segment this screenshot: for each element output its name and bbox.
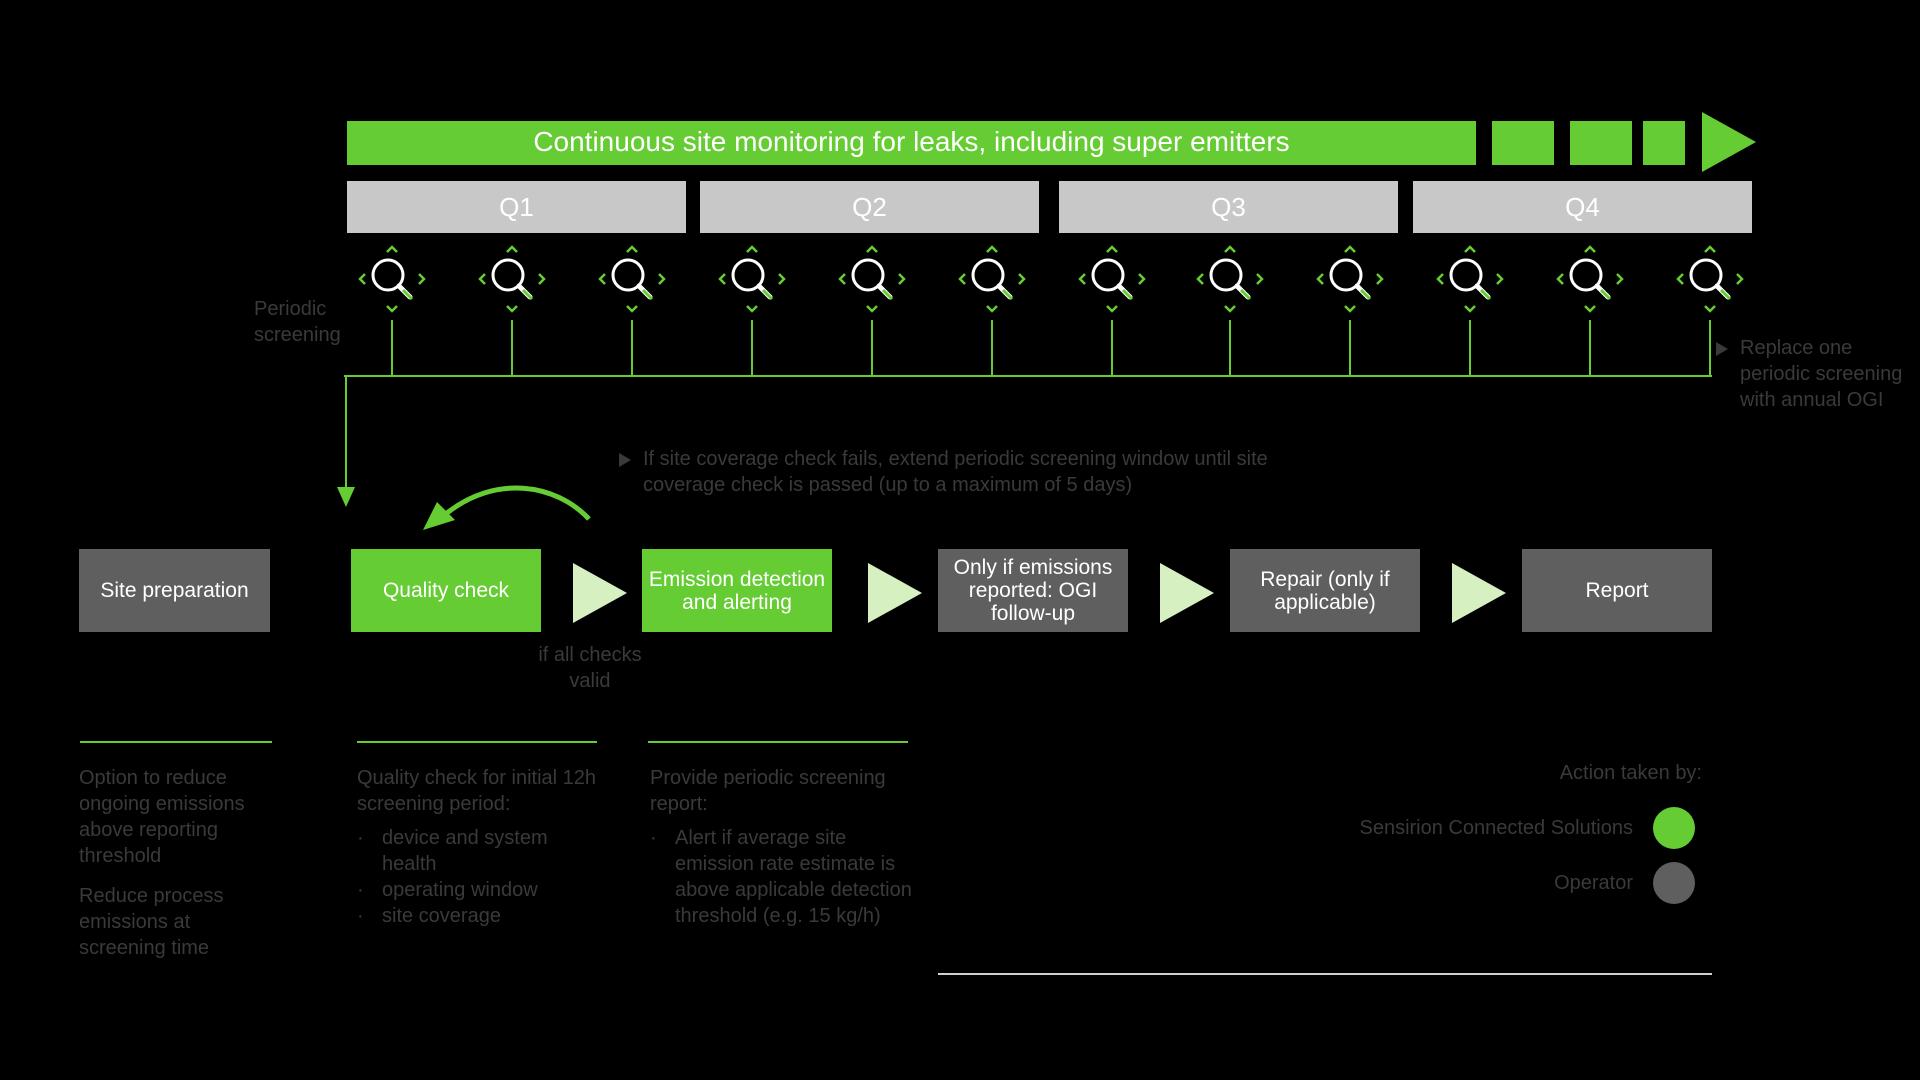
list-item: operating window [357,877,607,903]
desc-quality: Quality check for initial 12h screening … [357,765,607,929]
quarter-q3: Q3 [1059,181,1398,233]
screening-drop-line [1111,320,1113,376]
list-item: Alert if average site emission rate esti… [650,825,920,929]
legend-operator: Operator [1554,862,1695,904]
magnifier-scan-icon [1195,244,1265,314]
magnifier-scan-icon [837,244,907,314]
replace-ogi-note: Replace one periodic screening with annu… [1716,335,1910,413]
screening-drop-line [511,320,513,376]
screening-drop-line [1229,320,1231,376]
banner-continuation-block [1570,121,1632,165]
magnifier-scan-icon [477,244,547,314]
step-ogi-follow-up: Only if emissions reported: OGI follow-u… [938,549,1128,632]
list-item: site coverage [357,903,607,929]
desc-quality-list: device and system health operating windo… [357,825,607,929]
magnifier-scan-icon [957,244,1027,314]
banner-arrow-icon [1702,112,1756,172]
coverage-note-text: If site coverage check fails, extend per… [643,448,1268,496]
quarter-q1: Q1 [347,181,686,233]
magnifier-scan-icon [357,244,427,314]
desc-site-prep-p1: Option to reduce ongoing emissions above… [79,767,245,867]
magnifier-scan-icon [1555,244,1625,314]
magnifier-scan-icon [1077,244,1147,314]
legend-divider [938,973,1712,975]
desc-site-prep: Option to reduce ongoing emissions above… [79,765,279,975]
step-emission-detection: Emission detection and alerting [642,549,832,632]
flow-arrow-icon [868,563,922,623]
bullet-triangle-icon [619,453,631,467]
desc-site-prep-p2: Reduce process emissions at screening ti… [79,885,224,959]
step-repair: Repair (only if applicable) [1230,549,1420,632]
legend-operator-label: Operator [1554,871,1633,894]
monitoring-banner: Continuous site monitoring for leaks, in… [347,121,1476,165]
step-report: Report [1522,549,1712,632]
quarter-q2: Q2 [700,181,1039,233]
screening-drop-line [631,320,633,376]
flow-arrow-icon [1160,563,1214,623]
flow-arrow-icon [573,563,627,623]
step-quality-check: Quality check [351,549,541,632]
desc-emission: Provide periodic screening report: Alert… [650,765,920,929]
screening-drop-line [1709,320,1711,376]
magnifier-scan-icon [1315,244,1385,314]
screening-drop-line [751,320,753,376]
screening-drop-line [1589,320,1591,376]
down-arrow-icon [337,487,355,507]
retry-curve-arrow-icon [423,485,591,530]
legend-sensirion-label: Sensirion Connected Solutions [1359,816,1633,839]
feedback-line [345,375,347,490]
desc-emission-intro: Provide periodic screening report: [650,767,886,815]
banner-continuation-block [1492,121,1554,165]
coverage-note: If site coverage check fails, extend per… [619,446,1283,498]
legend-operator-dot [1653,862,1695,904]
legend-title: Action taken by: [1559,762,1702,784]
quarter-q4: Q4 [1413,181,1752,233]
checks-valid-note: if all checks valid [538,644,642,692]
replace-ogi-text: Replace one periodic screening with annu… [1740,337,1903,411]
desc-quality-intro: Quality check for initial 12h screening … [357,767,597,815]
screening-drop-line [991,320,993,376]
desc-rule-site-prep [80,741,272,743]
screening-drop-line [1469,320,1471,376]
magnifier-scan-icon [1675,244,1745,314]
periodic-screening-label: Periodic screening [254,298,341,346]
magnifier-scan-icon [597,244,667,314]
desc-rule-emission [648,741,908,743]
desc-emission-list: Alert if average site emission rate esti… [650,825,920,929]
flow-arrow-icon [1452,563,1506,623]
screening-drop-line [871,320,873,376]
legend-sensirion-dot [1653,807,1695,849]
screening-rail [344,375,1712,377]
step-site-preparation: Site preparation [79,549,270,632]
list-item: device and system health [357,825,607,877]
magnifier-scan-icon [1435,244,1505,314]
bullet-triangle-icon [1716,342,1728,356]
magnifier-scan-icon [717,244,787,314]
screening-drop-line [1349,320,1351,376]
desc-rule-quality [357,741,597,743]
screening-drop-line [391,320,393,376]
banner-continuation-block [1643,121,1685,165]
legend-sensirion: Sensirion Connected Solutions [1359,807,1695,849]
